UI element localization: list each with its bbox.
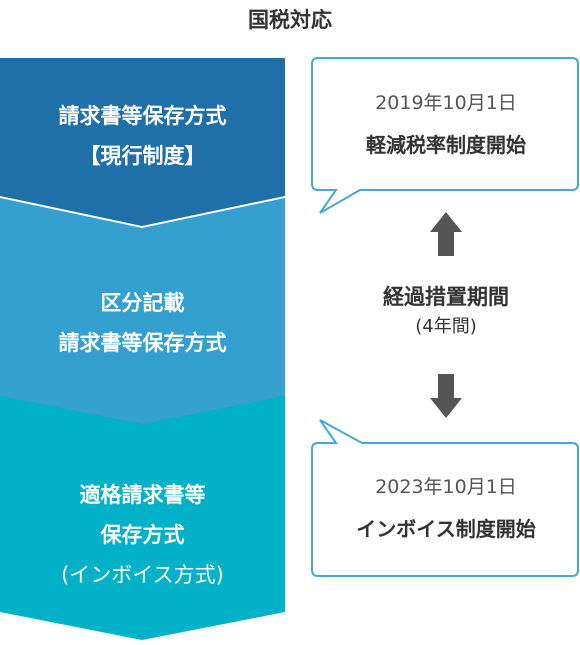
stage-2-label: 区分記載 請求書等保存方式: [0, 283, 285, 363]
stage-3-label: 適格請求書等 保存方式 (インボイス方式): [0, 475, 285, 595]
arrow-down-icon: [430, 374, 462, 418]
stage-3-line3: (インボイス方式): [61, 563, 224, 587]
callout-2-box: [311, 419, 579, 577]
transition-sub: (4年間): [415, 316, 477, 337]
stage-2-line1: 区分記載: [100, 291, 185, 315]
stage-3-line2: 保存方式: [100, 523, 185, 547]
callout-1-event: 軽減税率制度開始: [366, 133, 526, 157]
transition-label: 経過措置期間 (4年間): [300, 282, 580, 342]
stage-3-shape: [0, 392, 285, 640]
stage-2-line2: 請求書等保存方式: [58, 331, 227, 355]
arrow-up-icon: [430, 212, 462, 256]
stage-3-line1: 適格請求書等: [79, 483, 206, 507]
callout-1-box: [311, 57, 579, 214]
stage-1-shape: [0, 58, 285, 226]
callout-1-text: 2019年10月1日 軽減税率制度開始: [313, 88, 579, 162]
stage-1-line2: 【現行制度】: [79, 144, 206, 168]
stage-1-line1: 請求書等保存方式: [58, 104, 227, 128]
transition-title: 経過措置期間: [383, 285, 509, 309]
stage-2-shape: [0, 198, 285, 424]
callout-1-date: 2019年10月1日: [375, 92, 517, 114]
callout-2-event: インボイス制度開始: [356, 517, 536, 541]
stage-1-label: 請求書等保存方式 【現行制度】: [0, 96, 285, 176]
callout-2-text: 2023年10月1日 インボイス制度開始: [313, 472, 579, 546]
callout-2-date: 2023年10月1日: [375, 476, 517, 498]
diagram-title: 国税対応: [248, 8, 332, 32]
